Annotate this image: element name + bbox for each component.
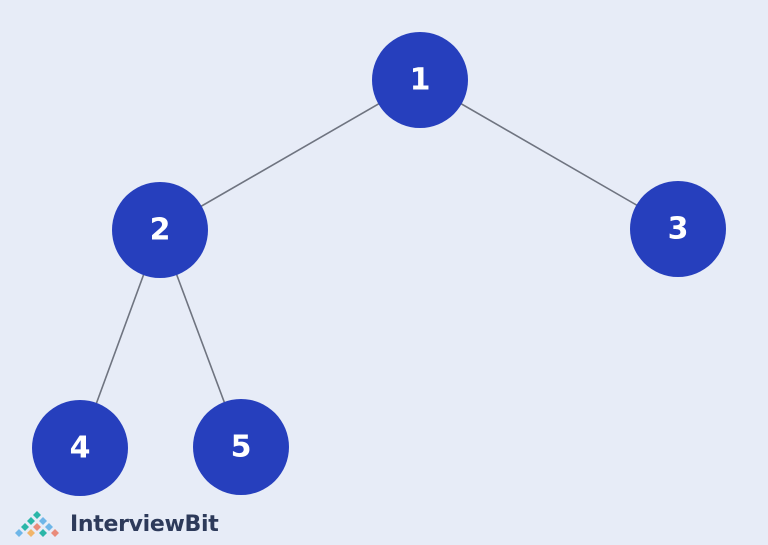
node-circle	[193, 399, 289, 495]
node-circle	[112, 182, 208, 278]
edge-1-2	[159, 79, 421, 231]
tree-node-2: 2	[112, 182, 208, 278]
tree-node-1: 1	[372, 32, 468, 128]
brand-logo: InterviewBit	[10, 505, 219, 543]
node-circle	[630, 181, 726, 277]
tree-node-5: 5	[193, 399, 289, 495]
node-label: 2	[150, 213, 171, 248]
node-label: 5	[231, 430, 252, 465]
node-label: 3	[668, 212, 689, 247]
interviewbit-logo-icon	[15, 511, 59, 537]
node-circle	[372, 32, 468, 128]
node-label: 4	[70, 431, 91, 466]
node-label: 1	[410, 63, 431, 98]
edge-1-3	[419, 79, 679, 230]
node-circle	[32, 400, 128, 496]
brand-name: InterviewBit	[70, 511, 219, 537]
tree-node-3: 3	[630, 181, 726, 277]
tree-node-4: 4	[32, 400, 128, 496]
